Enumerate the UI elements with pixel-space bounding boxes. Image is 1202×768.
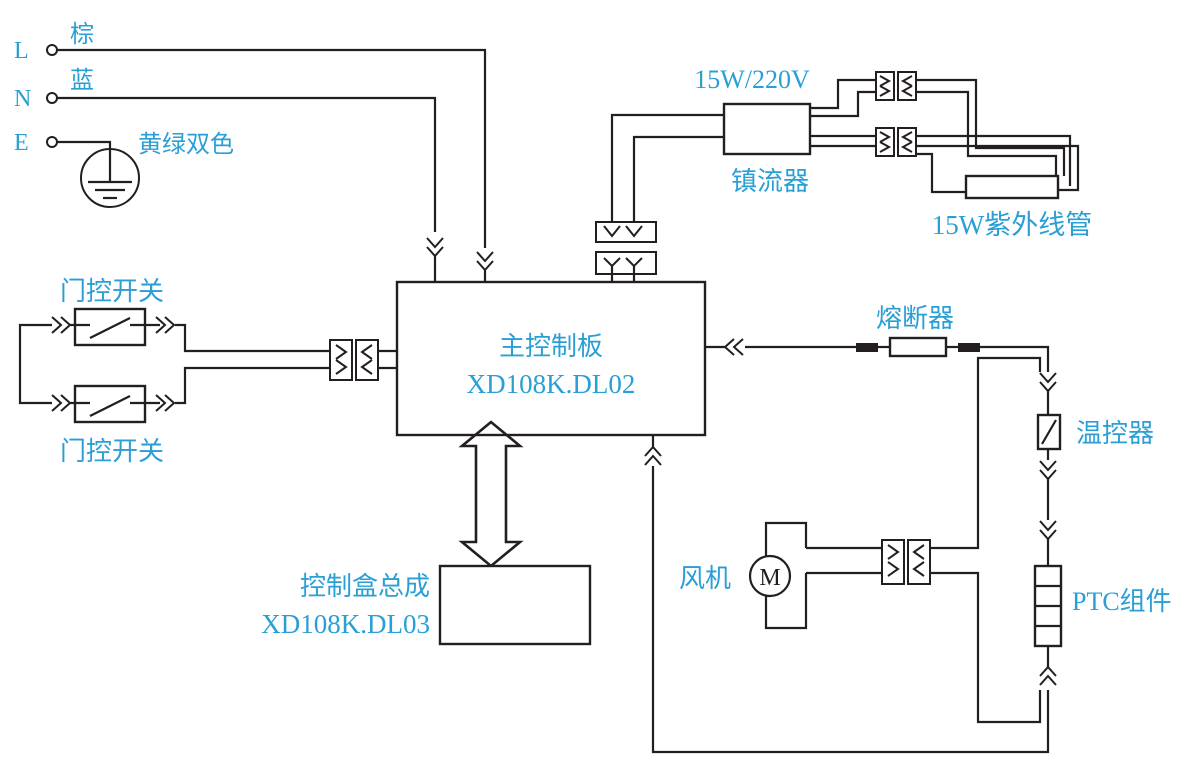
terminal-l-label: L (14, 38, 29, 64)
connector-icon (1039, 460, 1057, 480)
ballast-name: 镇流器 (731, 167, 809, 197)
door-switch-top (70, 307, 160, 347)
uv-connector-top-icon (875, 71, 917, 101)
uv-circuit: 15W/220V 镇流器 (595, 65, 1092, 282)
connector-icon (1039, 666, 1057, 686)
terminal-n-label: N (14, 86, 31, 112)
ballast (722, 102, 812, 156)
connector-icon (51, 316, 71, 334)
control-box-model: XD108K.DL03 (261, 609, 430, 639)
thermostat-label: 温控器 (1076, 419, 1154, 449)
wire-color-ground-label: 黄绿双色 (138, 130, 234, 158)
ground-icon (57, 140, 140, 208)
connector-icon (1039, 372, 1057, 392)
fuse (888, 336, 948, 358)
control-box: 控制盒总成 XD108K.DL03 (261, 420, 592, 646)
terminal-l (46, 44, 58, 56)
fan-connector-icon (881, 539, 931, 585)
uv-tube (964, 174, 1060, 200)
wire-n (57, 96, 437, 232)
ptc-element (1033, 564, 1063, 648)
door-switch-bottom (70, 384, 160, 424)
motor-symbol: M (759, 565, 780, 591)
main-board: 主控制板 XD108K.DL02 (395, 280, 707, 437)
heater-circuit: 熔断器 温控器 PTC组件 (644, 304, 1172, 754)
connector-icon (1039, 520, 1057, 540)
ptc-label: PTC组件 (1072, 587, 1172, 616)
fan-label: 风机 (679, 564, 731, 594)
power-input: L 棕 N 蓝 E 黄绿双色 (14, 20, 494, 282)
ballast-connector-icon (595, 221, 657, 282)
uv-connector-bottom-icon (875, 127, 917, 157)
terminal-n (46, 92, 58, 104)
connector-icon (644, 446, 662, 466)
fuse-cap-left (856, 343, 878, 352)
thermostat (1036, 413, 1062, 451)
uv-tube-label: 15W紫外线管 (932, 210, 1092, 240)
door-switch-bottom-label: 门控开关 (60, 437, 164, 467)
door-switch-top-label: 门控开关 (60, 277, 164, 307)
connector-n-icon (426, 237, 444, 257)
main-board-model: XD108K.DL02 (467, 369, 636, 399)
wire-color-blue-label: 蓝 (70, 66, 94, 94)
door-switch-connector-icon (329, 339, 397, 381)
connector-icon (724, 338, 744, 356)
terminal-e (46, 136, 58, 148)
connector-l-icon (476, 251, 494, 271)
fuse-cap-right (958, 343, 980, 352)
wire-color-brown-label: 棕 (70, 20, 94, 48)
door-switch-circuit: 门控开关 门控开关 (18, 277, 397, 467)
main-board-name: 主控制板 (499, 332, 603, 362)
double-arrow-icon (458, 420, 524, 568)
wire-l (57, 48, 487, 248)
fuse-label: 熔断器 (876, 304, 954, 334)
control-box-name: 控制盒总成 (300, 572, 430, 602)
ballast-rating: 15W/220V (694, 65, 810, 94)
connector-icon (51, 394, 71, 412)
terminal-e-label: E (14, 130, 29, 156)
fan-motor: M (748, 521, 808, 630)
